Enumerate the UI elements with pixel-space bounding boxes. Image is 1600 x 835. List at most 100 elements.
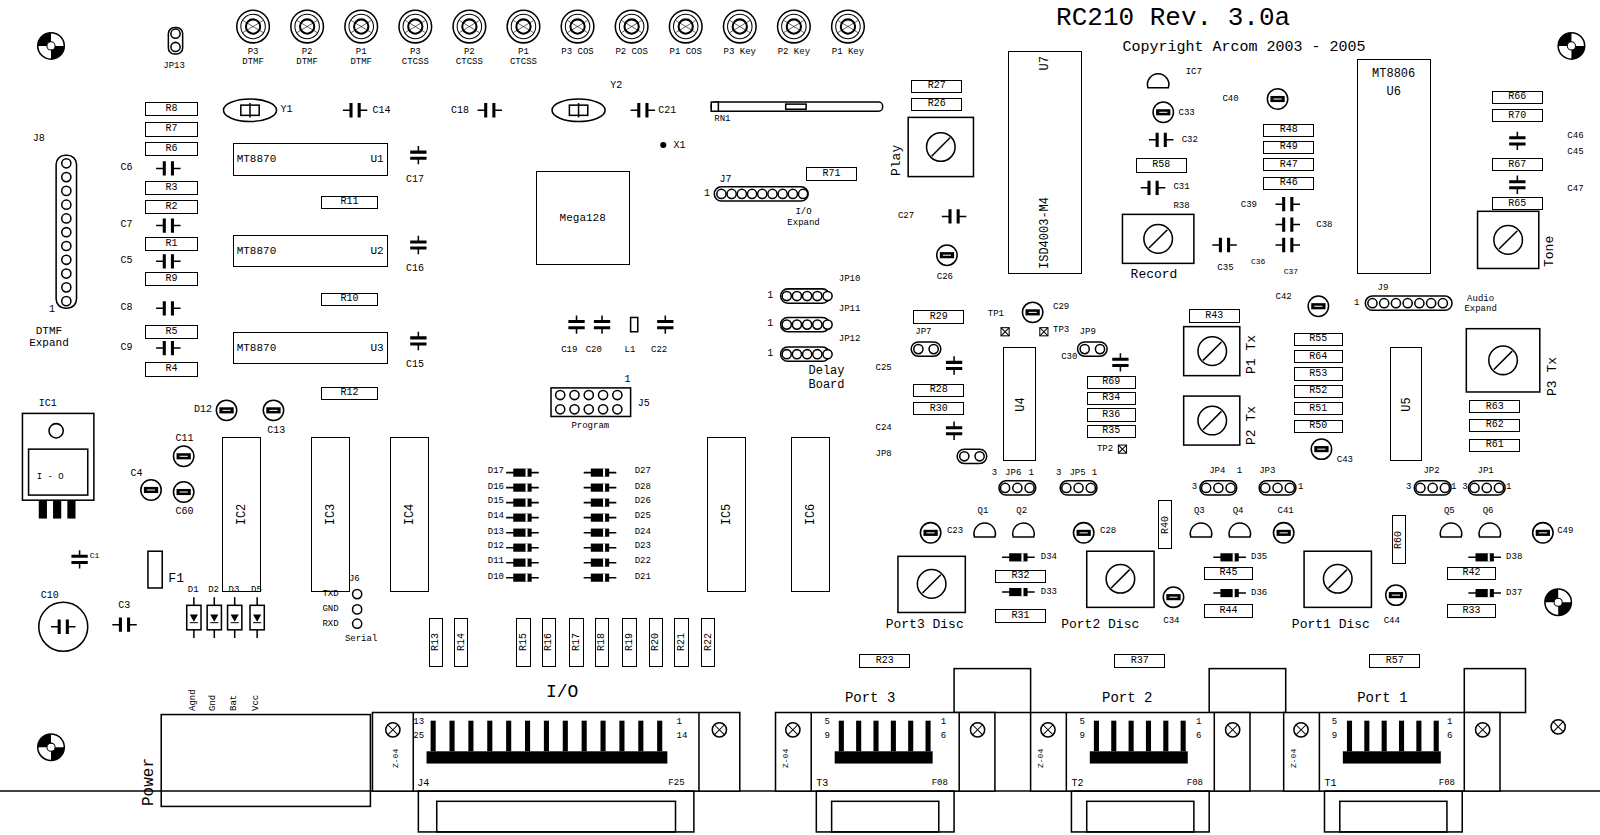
resistor-symbol: R16 (542, 618, 556, 667)
silkscreen-label: 6 (1447, 731, 1452, 741)
silkscreen-label: 1 (1237, 466, 1242, 476)
ic-package: IC2 (222, 437, 261, 592)
resistor-symbol: R64 (1294, 350, 1343, 363)
resistor-symbol: R70 (1492, 109, 1543, 122)
silkscreen-label: C23 (947, 526, 963, 536)
silkscreen-label: Record (1131, 268, 1178, 283)
silkscreen-label: C27 (898, 211, 914, 221)
silkscreen-label: C15 (406, 359, 424, 371)
node-content: R5 (146, 326, 197, 338)
silkscreen-label: 1 (1354, 298, 1359, 308)
node-content: R71 (807, 168, 856, 179)
part-label: R44 (1220, 606, 1238, 616)
silkscreen-label: C40 (1222, 94, 1238, 104)
silkscreen-label: Y1 (281, 104, 293, 116)
node-content: R21 (675, 619, 687, 666)
silkscreen-label: C9 (120, 342, 132, 354)
part-label: R48 (1280, 125, 1298, 135)
silkscreen-label: J8 (33, 133, 45, 145)
part-label: IC2 (236, 504, 248, 526)
node-content: R32 (996, 571, 1045, 582)
silkscreen-label: D37 (1506, 588, 1522, 598)
silkscreen-label: C19 (561, 345, 577, 355)
part-label: R36 (1102, 410, 1120, 420)
silkscreen-label: 1 (767, 290, 773, 302)
silkscreen-label: RXD (322, 619, 338, 629)
silkscreen-label: D36 (1251, 588, 1267, 598)
node-content: R57 (1370, 655, 1419, 666)
silkscreen-label: C60 (176, 506, 194, 518)
silkscreen-label: D33 (1041, 587, 1057, 597)
node-content: R37 (1115, 655, 1164, 666)
part-label: R47 (1280, 160, 1298, 170)
part-label: Mega128 (560, 213, 606, 224)
ic-package: IC5 (707, 437, 746, 592)
resistor-symbol: R52 (1294, 385, 1343, 398)
part-label: R9 (165, 274, 177, 284)
silkscreen-label: J6 (349, 574, 360, 584)
ic-package: Mega128 (536, 171, 630, 265)
silkscreen-label: F08 (1187, 778, 1203, 788)
part-label: R29 (930, 312, 948, 322)
part-label: R23 (876, 656, 894, 666)
silkscreen-label: 5 (1080, 717, 1085, 727)
silkscreen-label: TXD (322, 589, 338, 599)
silkscreen-label: 1 (1447, 717, 1452, 727)
silkscreen-label: I - O (37, 472, 64, 482)
part-label: R65 (1508, 199, 1526, 209)
part-label: R20 (651, 633, 661, 651)
node-content: R16 (543, 619, 555, 666)
silkscreen-label: Port 2 (1102, 690, 1152, 706)
silkscreen-label: 1 (1092, 468, 1097, 478)
part-label: R67 (1508, 160, 1526, 170)
resistor-symbol: R63 (1469, 400, 1520, 413)
part-label: R30 (930, 404, 948, 414)
ic-package: MT8806U6 (1357, 59, 1430, 273)
node-content: R66 (1493, 92, 1542, 103)
node-content: R42 (1448, 568, 1495, 579)
silkscreen-label: P2 CTCSS (452, 47, 487, 68)
node-content: R27 (912, 81, 961, 92)
silkscreen-label: C13 (267, 425, 285, 437)
part-label: R49 (1280, 142, 1298, 152)
node-content: R36 (1088, 409, 1135, 420)
silkscreen-label: P1 CTCSS (506, 47, 541, 68)
silkscreen-label: C6 (120, 162, 132, 174)
resistor-symbol: R22 (701, 618, 715, 667)
node-content: R18 (596, 619, 608, 666)
silkscreen-label: Y2 (610, 80, 622, 92)
silkscreen-label: Port2 Disc (1061, 618, 1139, 633)
silkscreen-label: RN1 (714, 114, 730, 124)
silkscreen-label: 1 (1506, 482, 1511, 492)
silkscreen-label: JP9 (1080, 327, 1096, 337)
silkscreen-label: GND (322, 604, 338, 614)
silkscreen-label: T3 (816, 778, 828, 790)
silkscreen-label: C47 (1567, 184, 1583, 194)
resistor-symbol: R23 (859, 654, 910, 667)
silkscreen-label: D13 (488, 527, 504, 537)
silkscreen-label: C35 (1217, 263, 1233, 273)
silkscreen-label: D3 (229, 585, 240, 595)
part-label: R33 (1462, 606, 1480, 616)
node-content: R34 (1088, 393, 1135, 404)
resistor-symbol: R15 (516, 618, 530, 667)
silkscreen-label: C20 (586, 345, 602, 355)
silkscreen-label: P2 Key (777, 47, 812, 57)
resistor-symbol: R32 (995, 570, 1046, 583)
part-label: R31 (1011, 611, 1029, 621)
silkscreen-label: 9 (1080, 731, 1085, 741)
silkscreen-label: Q2 (1016, 506, 1027, 516)
resistor-symbol: R47 (1263, 158, 1314, 171)
node-content: ISD4003-M4U7 (1009, 52, 1080, 273)
silkscreen-label: JP10 (839, 274, 861, 284)
ic-package: U5 (1390, 347, 1423, 461)
resistor-symbol: R51 (1294, 402, 1343, 415)
silkscreen-label: D24 (635, 527, 651, 537)
silkscreen-label: D34 (1041, 552, 1057, 562)
silkscreen-label: D5 (251, 585, 262, 595)
node-content: R7 (146, 123, 197, 135)
part-label: IC5 (721, 504, 733, 526)
resistor-symbol: R43 (1189, 309, 1240, 322)
node-content: R14 (455, 619, 467, 666)
silkscreen-label: P3 DTMF (236, 47, 271, 68)
